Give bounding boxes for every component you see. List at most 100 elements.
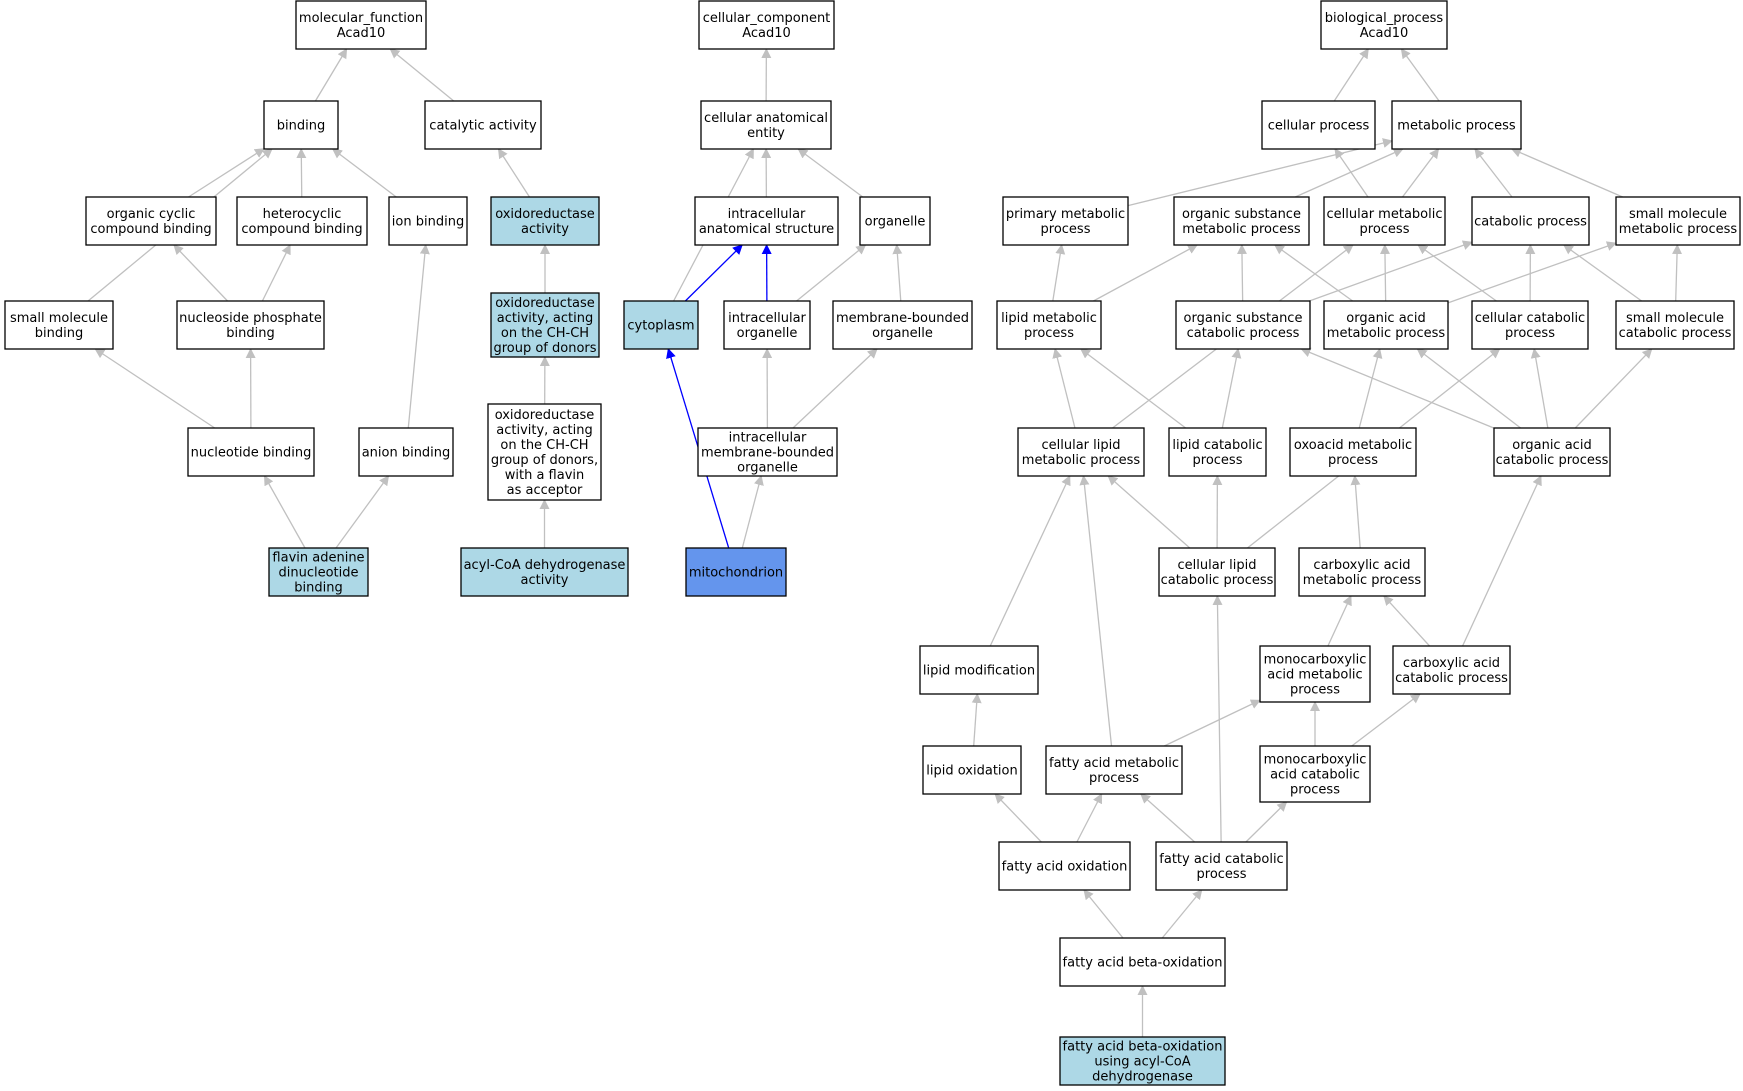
node-label-line: binding: [226, 326, 274, 341]
node-label-line: catabolic process: [1187, 326, 1300, 341]
node-organelle[interactable]: organelle: [859, 196, 931, 246]
node-label-line: intracellular: [728, 311, 806, 326]
node-box: [1155, 841, 1288, 891]
node-catalytic-activity[interactable]: catalytic activity: [424, 100, 542, 150]
edge-fatty_acid_catabolic_process-to-fatty_acid_metabolic_process: [1140, 793, 1196, 843]
node-label-line: nucleoside phosphate: [179, 311, 322, 326]
edge-cellular_process-to-bp_root: [1333, 48, 1369, 102]
node-label-line: activity: [521, 222, 569, 237]
edge-organelle-to-cellular_anatomical_entity: [797, 148, 864, 198]
edge-small_molecule_catabolic_process-to-catabolic_process: [1563, 244, 1643, 302]
node-cellular-process[interactable]: cellular process: [1261, 100, 1376, 150]
node-label-line: dehydrogenase: [1092, 1070, 1193, 1085]
node-catabolic-process[interactable]: catabolic process: [1471, 196, 1590, 246]
edge-nucleoside_phosphate_binding-to-organic_cyclic_compound_binding: [173, 244, 229, 302]
node-label-line: organic substance: [1182, 207, 1301, 222]
node-label-line: mitochondrion: [689, 566, 783, 581]
node-nucleotide-binding[interactable]: nucleotide binding: [187, 427, 315, 477]
node-label-line: monocarboxylic: [1264, 653, 1367, 668]
node-label-line: cellular anatomical: [704, 111, 828, 126]
node-label-line: oxidoreductase: [495, 408, 595, 423]
node-box: [1493, 427, 1611, 477]
node-box: [460, 547, 629, 597]
node-label-line: fatty acid catabolic: [1159, 852, 1283, 867]
node-label-line: monocarboxylic: [1264, 753, 1367, 768]
node-label-line: process: [1089, 771, 1139, 786]
node-box: [859, 196, 931, 246]
node-lipid-oxidation[interactable]: lipid oxidation: [922, 745, 1022, 795]
node-box: [1059, 937, 1226, 987]
node-label-line: on the CH-CH: [500, 438, 588, 453]
edge-small_molecule_catabolic_process-to-small_molecule_metabolic_process: [1672, 244, 1683, 302]
node-label-line: small molecule: [1626, 311, 1724, 326]
edge-catalytic_activity-to-mf_root: [389, 48, 455, 102]
node-cytoplasm[interactable]: cytoplasm: [623, 300, 699, 350]
node-label-line: organelle: [872, 326, 933, 341]
node-box: [1059, 1036, 1226, 1086]
node-box: [187, 427, 315, 477]
node-label-line: binding: [294, 581, 342, 596]
node-box: [1323, 300, 1449, 350]
node-label-line: metabolic process: [1182, 222, 1301, 237]
node-label-line: compound binding: [241, 222, 362, 237]
node-anion-binding[interactable]: anion binding: [358, 427, 454, 477]
node-label-line: organic acid: [1346, 311, 1425, 326]
node-fatty-acid-oxidation[interactable]: fatty acid oxidation: [998, 841, 1131, 891]
node-fatty-acid-beta-oxidation[interactable]: fatty acid beta-oxidation: [1059, 937, 1226, 987]
node-box: [998, 841, 1131, 891]
node-label-line: process: [1290, 683, 1340, 698]
edge-organic_acid_catabolic_process-to-cellular_catabolic_process: [1530, 348, 1549, 429]
node-binding[interactable]: binding: [263, 100, 339, 150]
node-label-line: binding: [277, 119, 325, 134]
node-mitochondrion[interactable]: mitochondrion: [685, 547, 787, 597]
node-label-line: catabolic process: [1474, 215, 1587, 230]
node-ion-binding[interactable]: ion binding: [388, 196, 468, 246]
edge-layer: [87, 48, 1683, 1037]
node-box: [1320, 0, 1448, 50]
node-lipid-modification[interactable]: lipid modification: [919, 645, 1039, 695]
node-box: [832, 300, 973, 350]
node-box: [176, 300, 325, 350]
edge-lipid_catabolic_process-to-lipid_metabolic_process: [1080, 348, 1187, 429]
node-label-line: acid catabolic: [1270, 768, 1360, 783]
node-metabolic-process[interactable]: metabolic process: [1391, 100, 1522, 150]
